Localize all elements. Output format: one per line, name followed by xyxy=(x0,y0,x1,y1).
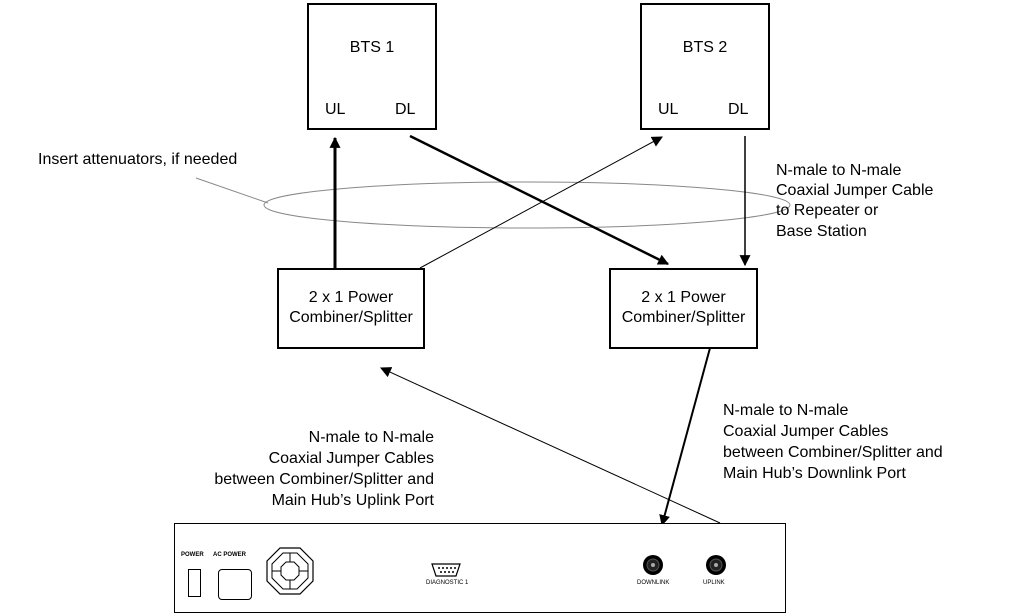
jumper-downlink-line1: N-male to N-male xyxy=(723,402,849,419)
bts1-dl-port: DL xyxy=(395,101,416,118)
jumper-uplink-line3: between Combiner/Splitter and xyxy=(214,471,434,488)
power-switch[interactable] xyxy=(188,569,201,597)
downlink-port-icon[interactable] xyxy=(642,554,664,576)
jumper-uplink-line4: Main Hub’s Uplink Port xyxy=(271,492,434,509)
ac-power-socket[interactable] xyxy=(218,569,252,600)
diagnostic-port-icon[interactable] xyxy=(431,562,461,578)
jumper-top-line3: to Repeater or xyxy=(776,202,879,219)
combiner-splitter-right: 2 x 1 Power Combiner/Splitter xyxy=(609,268,758,349)
jumper-top-line1: N-male to N-male xyxy=(776,162,902,179)
uplink-port-icon[interactable] xyxy=(705,554,727,576)
bts2-box: BTS 2 UL DL xyxy=(640,3,770,130)
bts1-title: BTS 1 xyxy=(349,39,395,56)
arrow-combiner-left-to-bts2-ul xyxy=(419,136,663,269)
jumper-downlink-line4: Main Hub’s Downlink Port xyxy=(723,465,906,482)
power-label: POWER xyxy=(181,552,204,558)
combiner-right-line1: 2 x 1 Power xyxy=(641,289,726,306)
combiner-left-line1: 2 x 1 Power xyxy=(308,289,394,306)
jumper-top-line4: Base Station xyxy=(776,223,867,240)
attenuator-note: Insert attenuators, if needed xyxy=(38,151,238,168)
downlink-label: DOWNLINK xyxy=(637,580,670,586)
main-hub-panel: POWER AC POWER DIAGNOSTIC 1 DOWNLINK UPL… xyxy=(174,523,786,613)
fan-grille-icon xyxy=(266,547,314,595)
bts1-ul-port: UL xyxy=(325,101,346,118)
diagnostic-label: DIAGNOSTIC 1 xyxy=(426,580,469,586)
combiner-left-line2: Combiner/Splitter xyxy=(289,309,413,326)
combiner-splitter-left: 2 x 1 Power Combiner/Splitter xyxy=(277,268,425,349)
bts1-box: BTS 1 UL DL xyxy=(307,3,437,130)
jumper-uplink-line2: Coaxial Jumper Cables xyxy=(268,450,434,467)
jumper-uplink-line1: N-male to N-male xyxy=(308,429,434,446)
jumper-downlink-line2: Coaxial Jumper Cables xyxy=(723,423,889,440)
uplink-label: UPLINK xyxy=(703,580,725,586)
bts2-dl-port: DL xyxy=(728,101,749,118)
bts2-title: BTS 2 xyxy=(682,39,728,56)
ac-power-label: AC POWER xyxy=(213,552,246,558)
jumper-downlink-line3: between Combiner/Splitter and xyxy=(723,444,943,461)
attenuator-ellipse xyxy=(263,181,791,229)
bts2-ul-port: UL xyxy=(658,101,679,118)
arrow-bts1-dl-to-combiner-right xyxy=(409,134,669,266)
attenuator-leader-line xyxy=(195,177,269,204)
arrow-hub-uplink-to-combiner-left xyxy=(379,367,721,524)
combiner-right-line2: Combiner/Splitter xyxy=(621,309,746,326)
jumper-top-line2: Coaxial Jumper Cable xyxy=(776,182,934,199)
arrow-combiner-right-to-hub-downlink xyxy=(659,347,711,527)
